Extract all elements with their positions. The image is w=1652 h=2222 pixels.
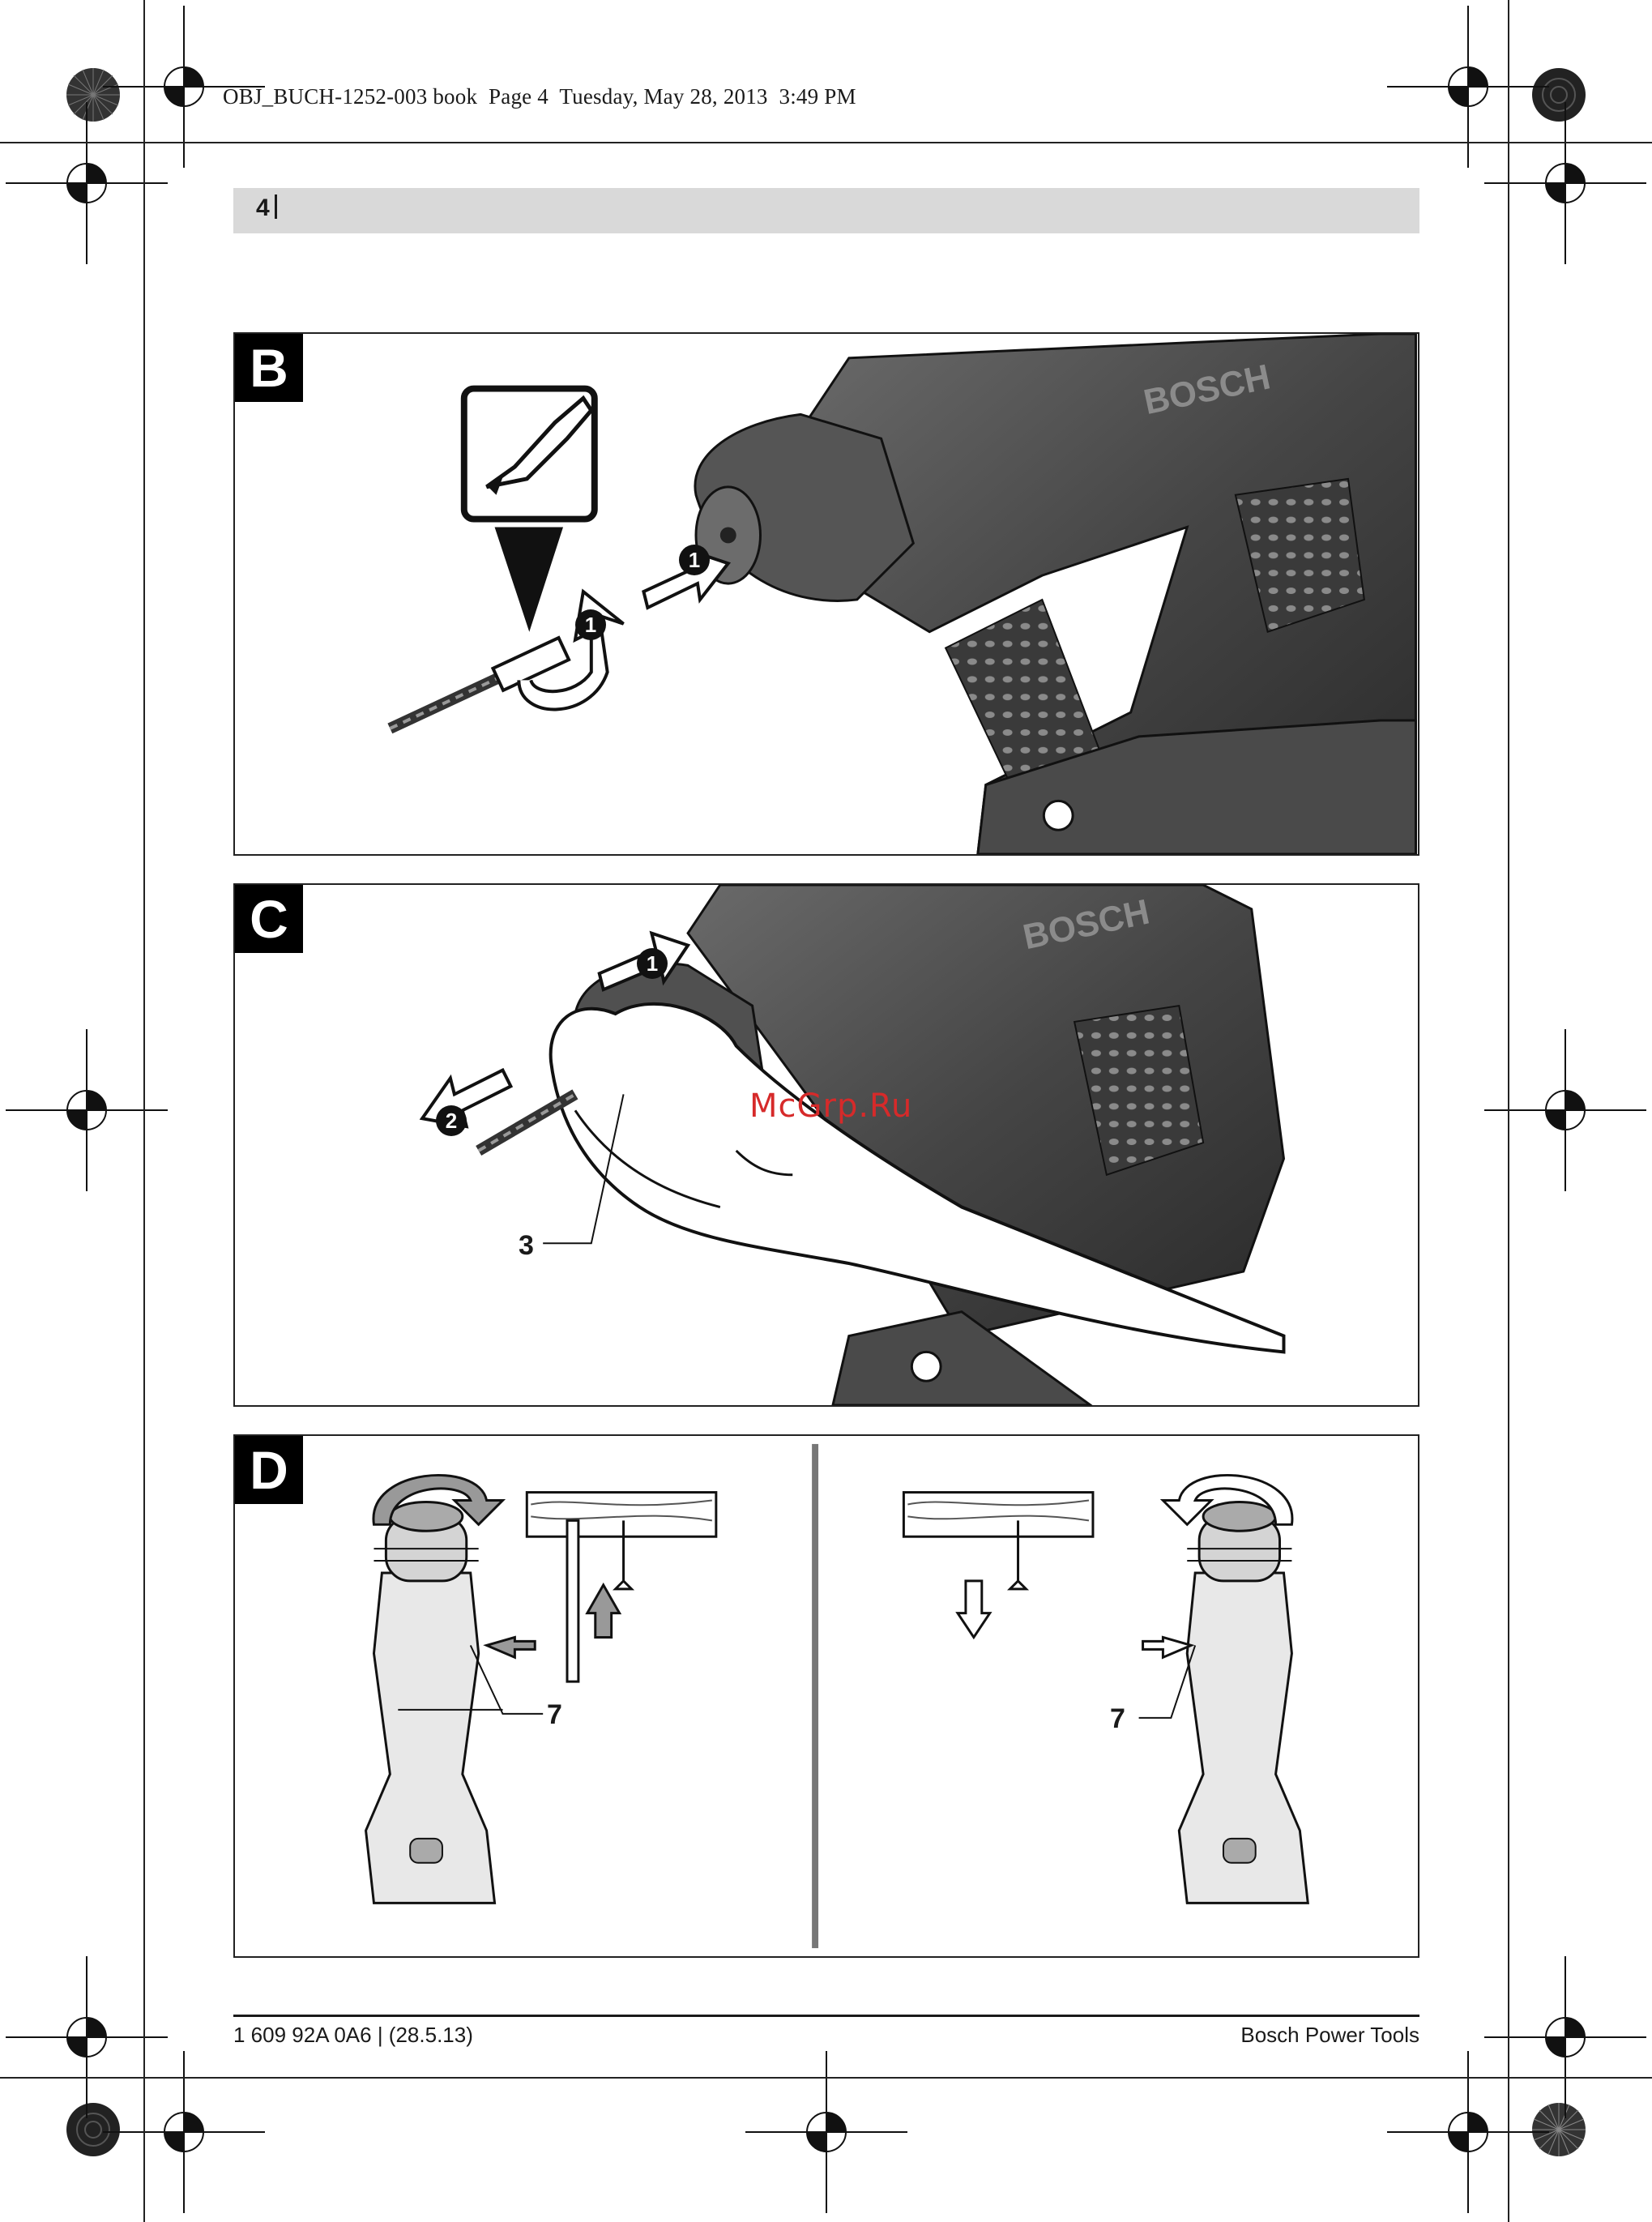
tool-front-view-left bbox=[366, 1475, 536, 1903]
wood-board-left bbox=[527, 1493, 716, 1682]
figure-c-panel: BOSCH C 1 2 3 McGrp.Ru bbox=[233, 883, 1419, 1407]
trim-line-left bbox=[143, 0, 145, 2222]
figure-d-callout-left-7: 7 bbox=[547, 1699, 562, 1731]
figure-c-tag: C bbox=[235, 885, 303, 953]
figure-d-panel: D 7 7 bbox=[233, 1434, 1419, 1958]
trim-line-top bbox=[0, 142, 1652, 143]
tool-front-view-right bbox=[1143, 1475, 1308, 1903]
footer-rule bbox=[233, 2015, 1419, 2017]
figure-d-illustration bbox=[235, 1436, 1418, 1956]
registration-mark-bottom-center bbox=[745, 2051, 907, 2213]
registration-mark-bottom-left bbox=[103, 2051, 265, 2213]
print-header: OBJ_BUCH-1252-003 book Page 4 Tuesday, M… bbox=[223, 84, 856, 109]
registration-mark-bottom-right bbox=[1387, 2051, 1549, 2213]
figure-d-callout-right-7: 7 bbox=[1110, 1703, 1125, 1735]
figure-b-illustration: BOSCH bbox=[235, 334, 1418, 854]
figure-c-step-push: 1 bbox=[637, 948, 668, 979]
figure-d-tag: D bbox=[235, 1436, 303, 1504]
trim-line-right bbox=[1508, 0, 1509, 2222]
footer-brand: Bosch Power Tools bbox=[1240, 2023, 1419, 2048]
footer-document-code: 1 609 92A 0A6 | (28.5.13) bbox=[233, 2023, 473, 2048]
figure-b-step-rotate: 1 bbox=[575, 609, 606, 640]
figure-c-callout-3: 3 bbox=[519, 1230, 534, 1262]
page-number-bar: 4 bbox=[233, 188, 1419, 233]
watermark: McGrp.Ru bbox=[749, 1087, 912, 1125]
page-number: 4 bbox=[256, 194, 277, 222]
figure-b-panel: BOSCH B 1 1 bbox=[233, 332, 1419, 856]
wood-board-right bbox=[903, 1493, 1093, 1638]
figure-c-step-eject: 2 bbox=[436, 1105, 467, 1136]
trim-line-bottom bbox=[0, 2077, 1652, 2079]
figure-b-tag: B bbox=[235, 334, 303, 402]
figure-c-illustration: BOSCH bbox=[235, 885, 1418, 1405]
figure-b-step-insert: 1 bbox=[679, 545, 710, 575]
